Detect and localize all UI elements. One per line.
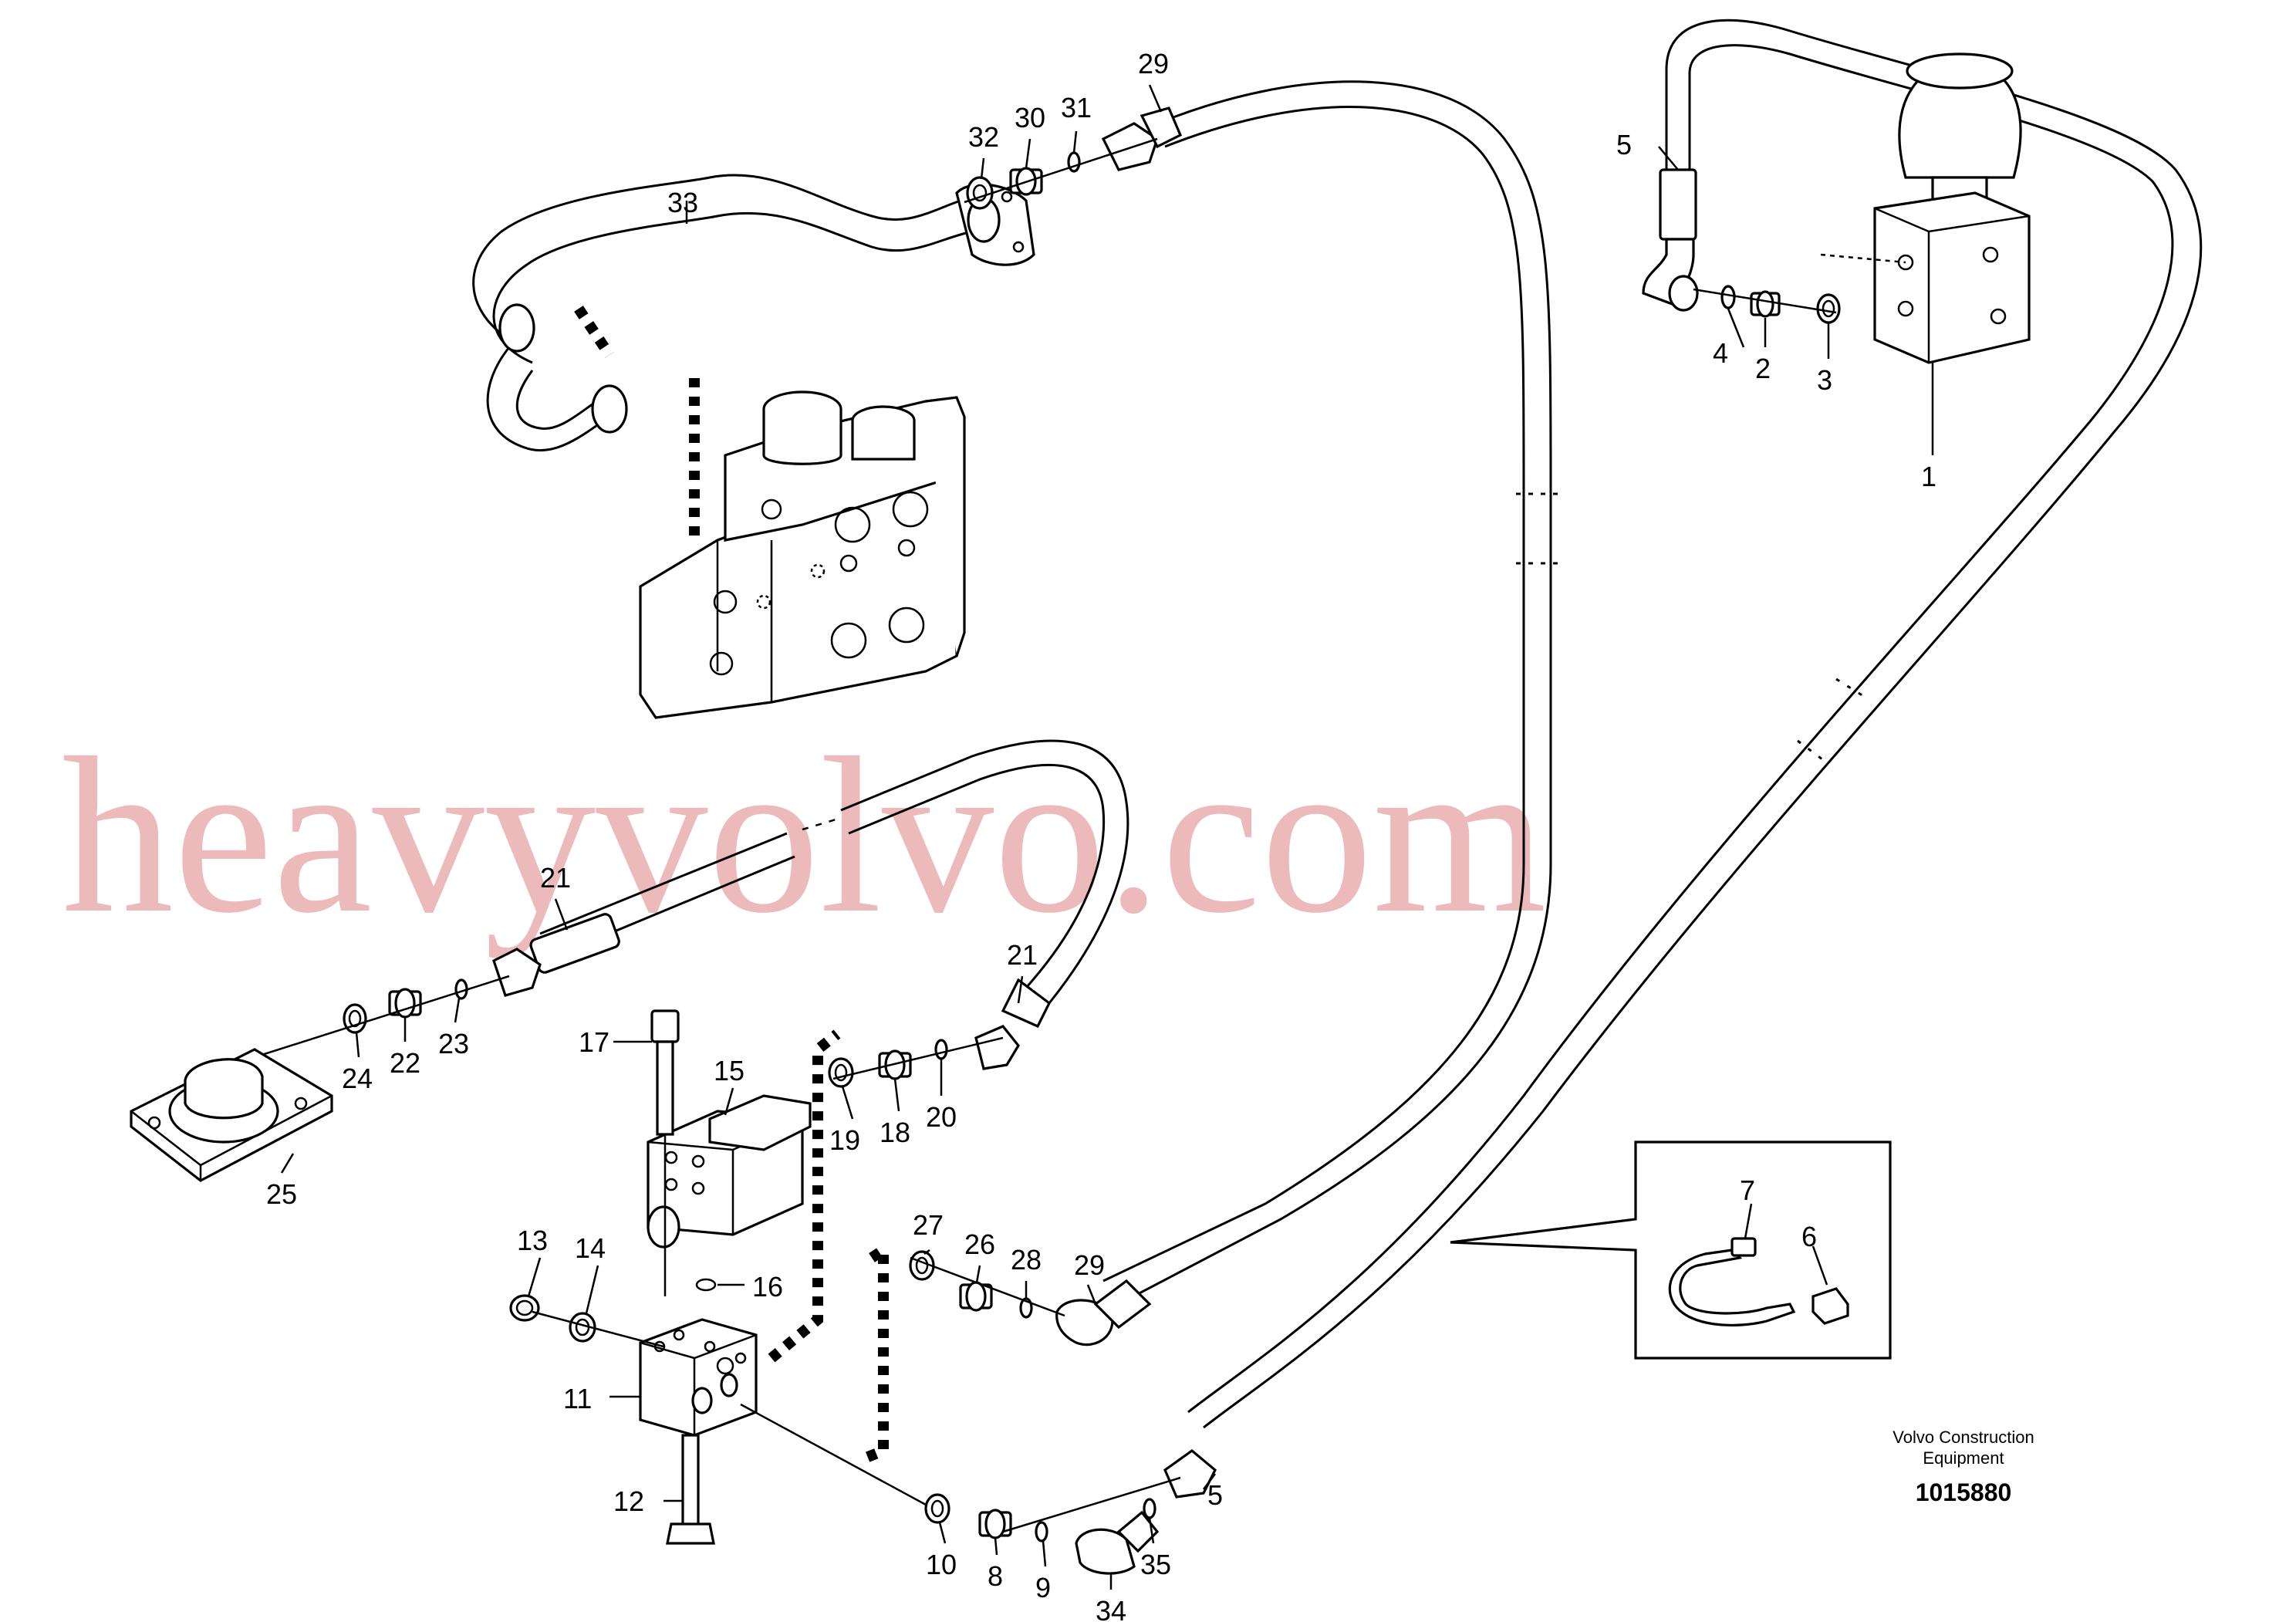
callout-15: 15 xyxy=(714,1055,745,1086)
callout-23: 23 xyxy=(438,1028,469,1059)
callout-20: 20 xyxy=(926,1101,957,1133)
callout-21-lower: 21 xyxy=(1007,939,1038,971)
callout-3: 3 xyxy=(1817,364,1832,396)
fittings-4-2-3 xyxy=(1693,285,1841,324)
callout-22: 22 xyxy=(390,1047,420,1079)
accumulator-1 xyxy=(1820,52,2031,364)
hose-fitting-5-top xyxy=(1642,168,1699,312)
callout-16: 16 xyxy=(752,1271,783,1303)
document-number: 1015880 xyxy=(1916,1478,2012,1506)
control-valve-block xyxy=(639,390,966,719)
manufacturer-line-1: Volvo Construction xyxy=(1893,1428,2034,1447)
callout-11: 11 xyxy=(563,1383,592,1414)
callout-21-upper: 21 xyxy=(540,862,571,894)
inset-detail-box xyxy=(1450,1140,1892,1360)
callout-17: 17 xyxy=(579,1026,609,1058)
callout-14: 14 xyxy=(575,1232,606,1264)
callout-18: 18 xyxy=(880,1117,910,1148)
fittings-26-27-28-29-bottom xyxy=(909,1250,1152,1347)
connection-dashes-33 xyxy=(574,306,700,540)
connection-dashes-block xyxy=(768,1029,889,1464)
fittings-bottom-chain xyxy=(740,1403,1217,1575)
callout-29-top: 29 xyxy=(1138,48,1169,79)
manufacturer-line-2: Equipment xyxy=(1923,1448,2004,1468)
fittings-29-30-31-32-top xyxy=(964,106,1183,210)
callout-28: 28 xyxy=(1011,1244,1042,1276)
callout-19: 19 xyxy=(829,1124,860,1156)
callout-12: 12 xyxy=(613,1485,644,1517)
callout-27: 27 xyxy=(913,1209,944,1241)
callout-8: 8 xyxy=(988,1560,1003,1592)
solenoid-15 xyxy=(647,1009,812,1296)
hose-29-long xyxy=(1102,80,1558,1306)
callout-4: 4 xyxy=(1713,337,1728,369)
leader-lines xyxy=(280,84,1934,1590)
callout-25: 25 xyxy=(266,1178,297,1210)
manifold-block-11 xyxy=(639,1318,758,1545)
callout-7: 7 xyxy=(1740,1174,1755,1206)
callout-30: 30 xyxy=(1015,102,1045,133)
title-block: Volvo Construction Equipment 1015880 xyxy=(1893,1428,2034,1506)
callout-31: 31 xyxy=(1061,92,1092,123)
callout-34: 34 xyxy=(1096,1595,1126,1622)
watermark-text: heavyvolvo.com xyxy=(62,711,1547,959)
callout-6: 6 xyxy=(1801,1221,1817,1252)
callout-35: 35 xyxy=(1140,1549,1171,1580)
callout-26: 26 xyxy=(964,1228,995,1260)
fittings-21-22-23-24 xyxy=(254,948,542,1059)
hose-5-long xyxy=(1187,19,2203,1429)
callout-10: 10 xyxy=(926,1549,957,1580)
fittings-18-19-20 xyxy=(828,1025,1020,1088)
callout-9: 9 xyxy=(1035,1572,1051,1603)
callout-29-bottom: 29 xyxy=(1074,1249,1105,1281)
callout-5-top: 5 xyxy=(1616,129,1632,161)
callout-5-bottom: 5 xyxy=(1207,1479,1223,1511)
callout-labels: 1 2 3 4 5 5 6 7 8 9 10 11 12 13 14 15 16… xyxy=(266,48,1936,1622)
fittings-13-14 xyxy=(509,1278,717,1348)
callout-13: 13 xyxy=(517,1225,548,1256)
callout-33: 33 xyxy=(667,187,698,218)
callout-24: 24 xyxy=(342,1063,373,1094)
callout-32: 32 xyxy=(968,121,999,153)
part-25-cap xyxy=(130,1048,333,1182)
callout-2: 2 xyxy=(1755,353,1771,384)
callout-1: 1 xyxy=(1921,461,1936,492)
hose-21 xyxy=(529,739,1129,1029)
